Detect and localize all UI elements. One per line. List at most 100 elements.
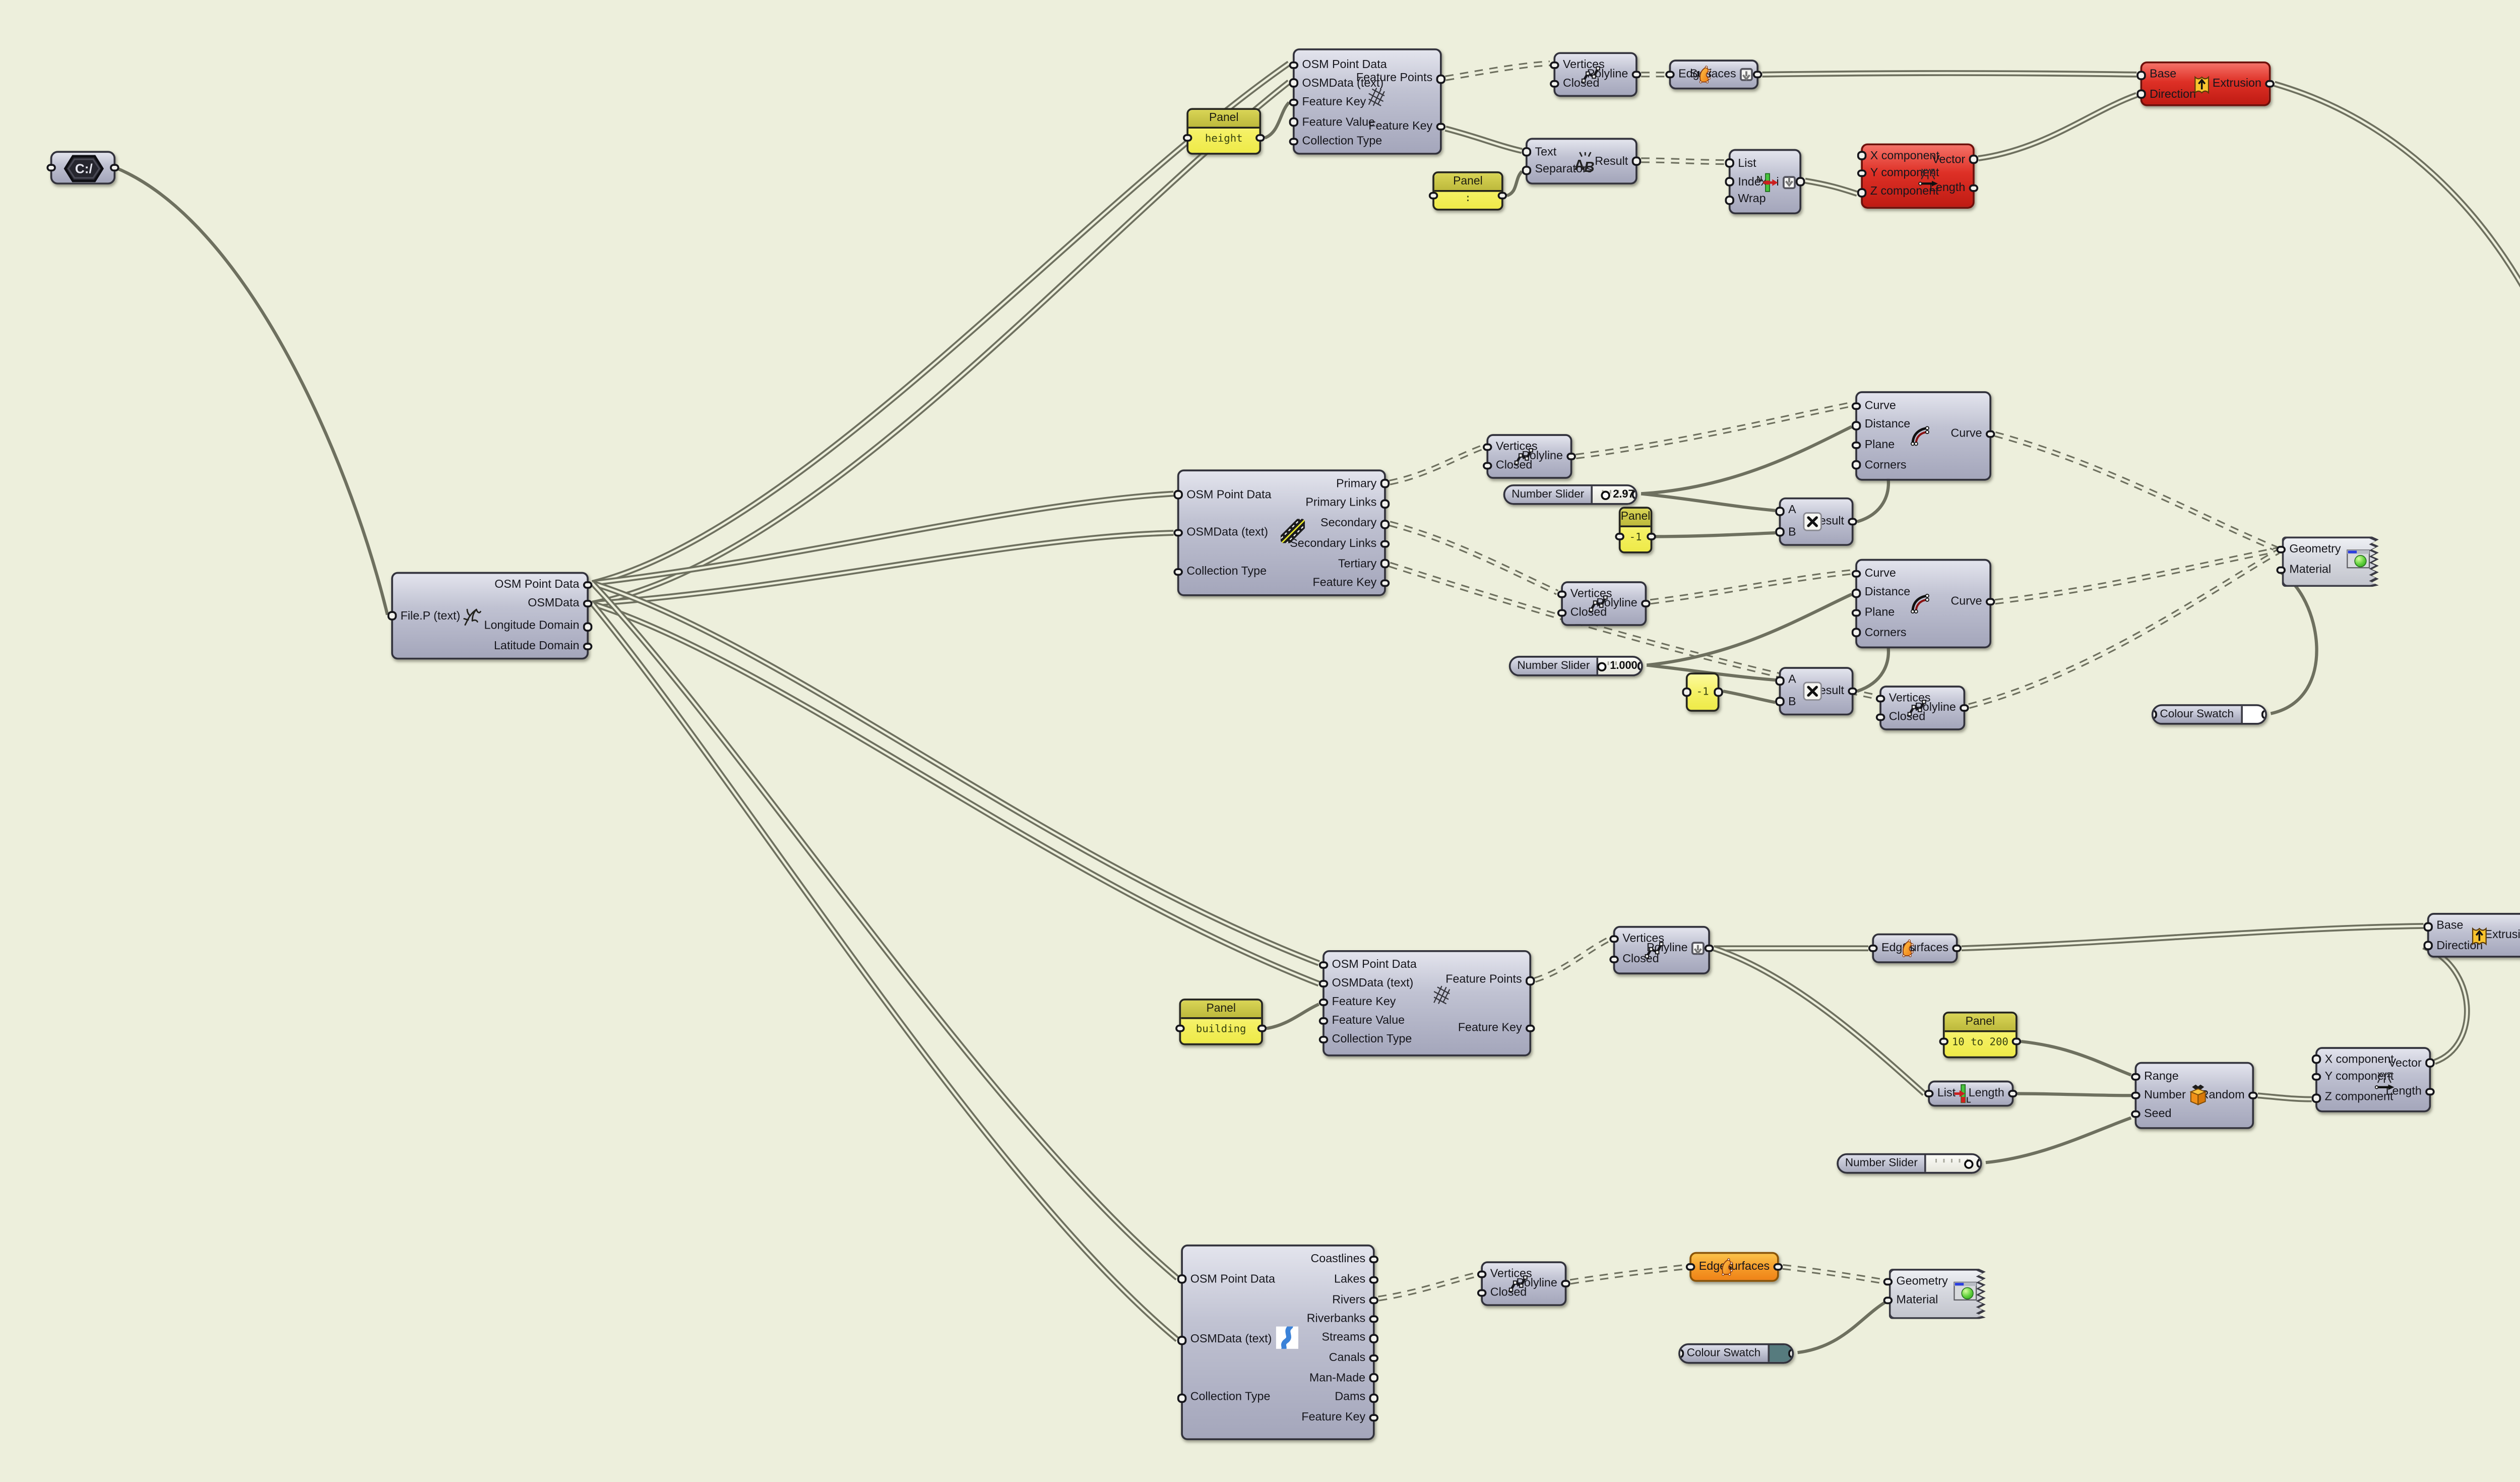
polyline-building-output-port[interactable] — [1705, 944, 1713, 953]
wire[interactable] — [591, 580, 1320, 966]
wire[interactable] — [1978, 92, 2138, 162]
slider-track[interactable]: 1.000 — [1597, 657, 1642, 674]
osm-highway-output-port[interactable] — [1380, 539, 1389, 548]
wire[interactable] — [1445, 60, 1550, 81]
panel-height-input-port[interactable] — [1183, 134, 1192, 143]
offset-curve-a-input-port[interactable] — [1852, 441, 1861, 450]
osm-data-top-input-port[interactable] — [1290, 60, 1298, 69]
wire[interactable] — [1378, 1271, 1478, 1302]
panel-colon-input-port[interactable] — [1429, 191, 1438, 200]
osm-data-top-input-port[interactable] — [1290, 117, 1298, 127]
offset-curve-b-input-port[interactable] — [1852, 589, 1861, 598]
wire[interactable] — [2274, 81, 2520, 939]
slider-offset-a-output-port[interactable] — [1632, 490, 1636, 499]
slider-track[interactable]: 0 — [1926, 1155, 1980, 1172]
vector-xyz-top-input-port[interactable] — [1858, 189, 1866, 197]
osm-waterway-input-port[interactable] — [1178, 1275, 1186, 1283]
multiply-b-input-port[interactable] — [1776, 697, 1785, 706]
panel-value[interactable]: height — [1205, 134, 1243, 146]
polyline-secondary-b-output-port[interactable] — [1641, 599, 1650, 608]
wire[interactable] — [2017, 1092, 2131, 1097]
polyline-secondary-b-input-port[interactable] — [1558, 608, 1566, 617]
panel-colon[interactable]: Panel: — [1429, 171, 1506, 211]
vector-xyz-top-output-port[interactable] — [1969, 155, 1978, 164]
expand-arrow-button[interactable] — [1739, 68, 1752, 81]
polyline-top-input-port[interactable] — [1550, 79, 1559, 88]
vector-xyz-building-output-port[interactable] — [2425, 1059, 2434, 1067]
osm-data-building-input-port[interactable] — [1319, 961, 1328, 970]
wire[interactable] — [1534, 936, 1611, 983]
offset-curve-a-input-port[interactable] — [1852, 421, 1861, 430]
osm-data-top-input-port[interactable] — [1290, 98, 1298, 107]
osm-waterway-output-port[interactable] — [1369, 1315, 1378, 1324]
polyline-secondary-a-output-port[interactable] — [1567, 452, 1576, 461]
slider-offset-b-output-port[interactable] — [1637, 662, 1642, 670]
osm-waterway-output-port[interactable] — [1369, 1256, 1378, 1264]
wire[interactable] — [590, 601, 1179, 1342]
osm-waterway-input-port[interactable] — [1178, 1394, 1186, 1402]
osm-waterway-output-port[interactable] — [1369, 1394, 1378, 1402]
osm-location-output-port[interactable] — [583, 580, 592, 589]
osm-waterway-output-port[interactable] — [1369, 1353, 1378, 1362]
wire[interactable] — [1389, 521, 1559, 595]
slider-seed[interactable]: Number Slider0 — [1837, 1153, 1982, 1174]
random-input-port[interactable] — [2131, 1110, 2140, 1119]
wire[interactable] — [1266, 1003, 1320, 1030]
osm-data-top-output-port[interactable] — [1436, 123, 1445, 132]
osm-highway-output-port[interactable] — [1380, 559, 1389, 568]
random-output-port[interactable] — [2248, 1091, 2257, 1100]
osm-location-input-port[interactable] — [388, 611, 397, 620]
osm-data-building-output-port[interactable] — [1526, 1024, 1535, 1033]
wire[interactable] — [1968, 549, 2280, 709]
panel-value[interactable]: : — [1465, 194, 1471, 205]
wire[interactable] — [1994, 431, 2280, 552]
wire[interactable] — [1797, 1301, 1886, 1354]
surfaces-top-output-port[interactable] — [1753, 70, 1761, 79]
panel-range-input-port[interactable] — [1940, 1037, 1948, 1046]
slider-knob[interactable] — [1600, 489, 1611, 500]
wire[interactable] — [1650, 569, 1852, 605]
polyline-water-input-port[interactable] — [1478, 1288, 1486, 1297]
osm-waterway-output-port[interactable] — [1369, 1414, 1378, 1423]
wire[interactable] — [1569, 1264, 1686, 1285]
osm-data-top-input-port[interactable] — [1290, 137, 1298, 146]
offset-curve-a-output-port[interactable] — [1986, 430, 1994, 439]
osm-highway-input-port[interactable] — [1174, 490, 1183, 499]
vector-xyz-building-input-port[interactable] — [2312, 1073, 2321, 1082]
osm-highway-output-port[interactable] — [1380, 579, 1389, 588]
panel-value[interactable]: -1 — [1629, 533, 1642, 544]
preview-mid-input-port[interactable] — [2277, 566, 2286, 574]
wire[interactable] — [1576, 401, 1852, 460]
wire[interactable] — [1985, 1116, 2132, 1164]
vector-xyz-top-input-port[interactable] — [1858, 151, 1866, 160]
surfaces-top-input-port[interactable] — [1666, 70, 1674, 79]
osm-location-output-port[interactable] — [583, 642, 592, 651]
multiply-b-output-port[interactable] — [1848, 687, 1857, 696]
polyline-water-output-port[interactable] — [1561, 1279, 1570, 1288]
polyline-secondary-a-input-port[interactable] — [1483, 461, 1492, 470]
surfaces-water-output-port[interactable] — [1774, 1263, 1782, 1271]
offset-curve-b-output-port[interactable] — [1986, 597, 1994, 606]
list-item-input-port[interactable] — [1725, 177, 1734, 186]
text-split-input-port[interactable] — [1523, 148, 1531, 156]
osm-waterway-input-port[interactable] — [1178, 1336, 1186, 1345]
offset-curve-b-input-port[interactable] — [1852, 609, 1861, 618]
osm-data-building-input-port[interactable] — [1319, 998, 1328, 1007]
swatch-mid-input-port[interactable] — [2153, 710, 2157, 719]
expand-arrow-button[interactable] — [1690, 942, 1704, 955]
preview-water-input-port[interactable] — [1884, 1277, 1893, 1286]
polyline-tertiary-input-port[interactable] — [1876, 713, 1885, 721]
extrusion-top-output-port[interactable] — [2265, 80, 2274, 88]
